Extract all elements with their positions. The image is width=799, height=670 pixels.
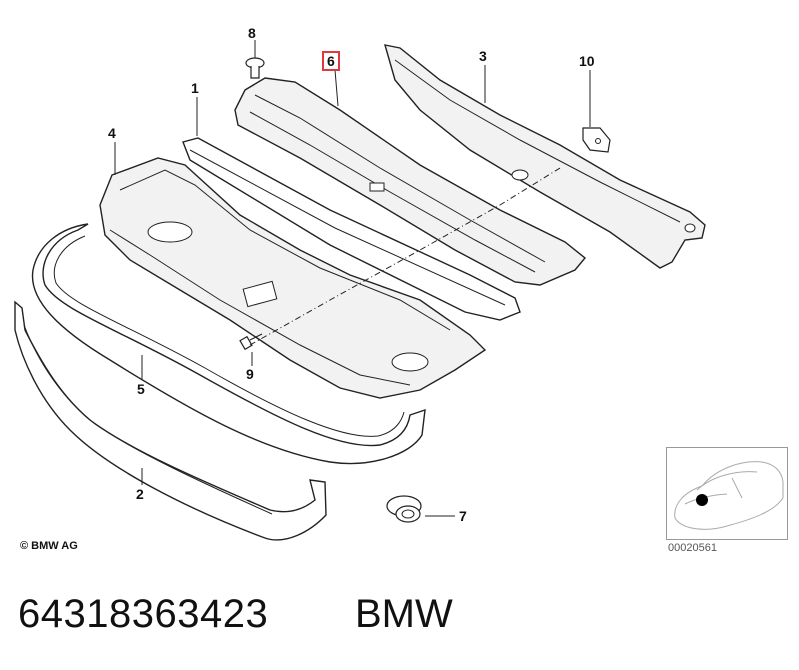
- callout-3: 3: [479, 48, 487, 64]
- callout-7: 7: [459, 508, 467, 524]
- screw-part-8: [245, 57, 265, 79]
- callout-6-highlighted: 6: [322, 51, 340, 71]
- location-inset: [666, 447, 788, 540]
- car-outline-icon: [674, 461, 784, 530]
- brand-name: BMW: [355, 592, 453, 636]
- callout-2: 2: [136, 486, 144, 502]
- cowl-part-4: [99, 157, 487, 399]
- callout-4: 4: [108, 125, 116, 141]
- grommet-part-7: [386, 495, 422, 523]
- rail-part-3: [384, 44, 706, 269]
- screw-part-9: [239, 333, 263, 351]
- callout-5: 5: [137, 381, 145, 397]
- callout-1: 1: [191, 80, 199, 96]
- copyright-text: © BMW AG: [20, 540, 78, 552]
- part-number: 64318363423: [18, 592, 269, 636]
- cover-part-6: [234, 77, 586, 286]
- seal-part-5: [31, 223, 426, 465]
- callout-10: 10: [579, 53, 595, 69]
- parts-diagram: [14, 40, 706, 541]
- callout-8: 8: [248, 25, 256, 41]
- callout-9: 9: [246, 366, 254, 382]
- strip-part-1: [182, 137, 521, 321]
- diagram-id: 00020561: [668, 542, 717, 554]
